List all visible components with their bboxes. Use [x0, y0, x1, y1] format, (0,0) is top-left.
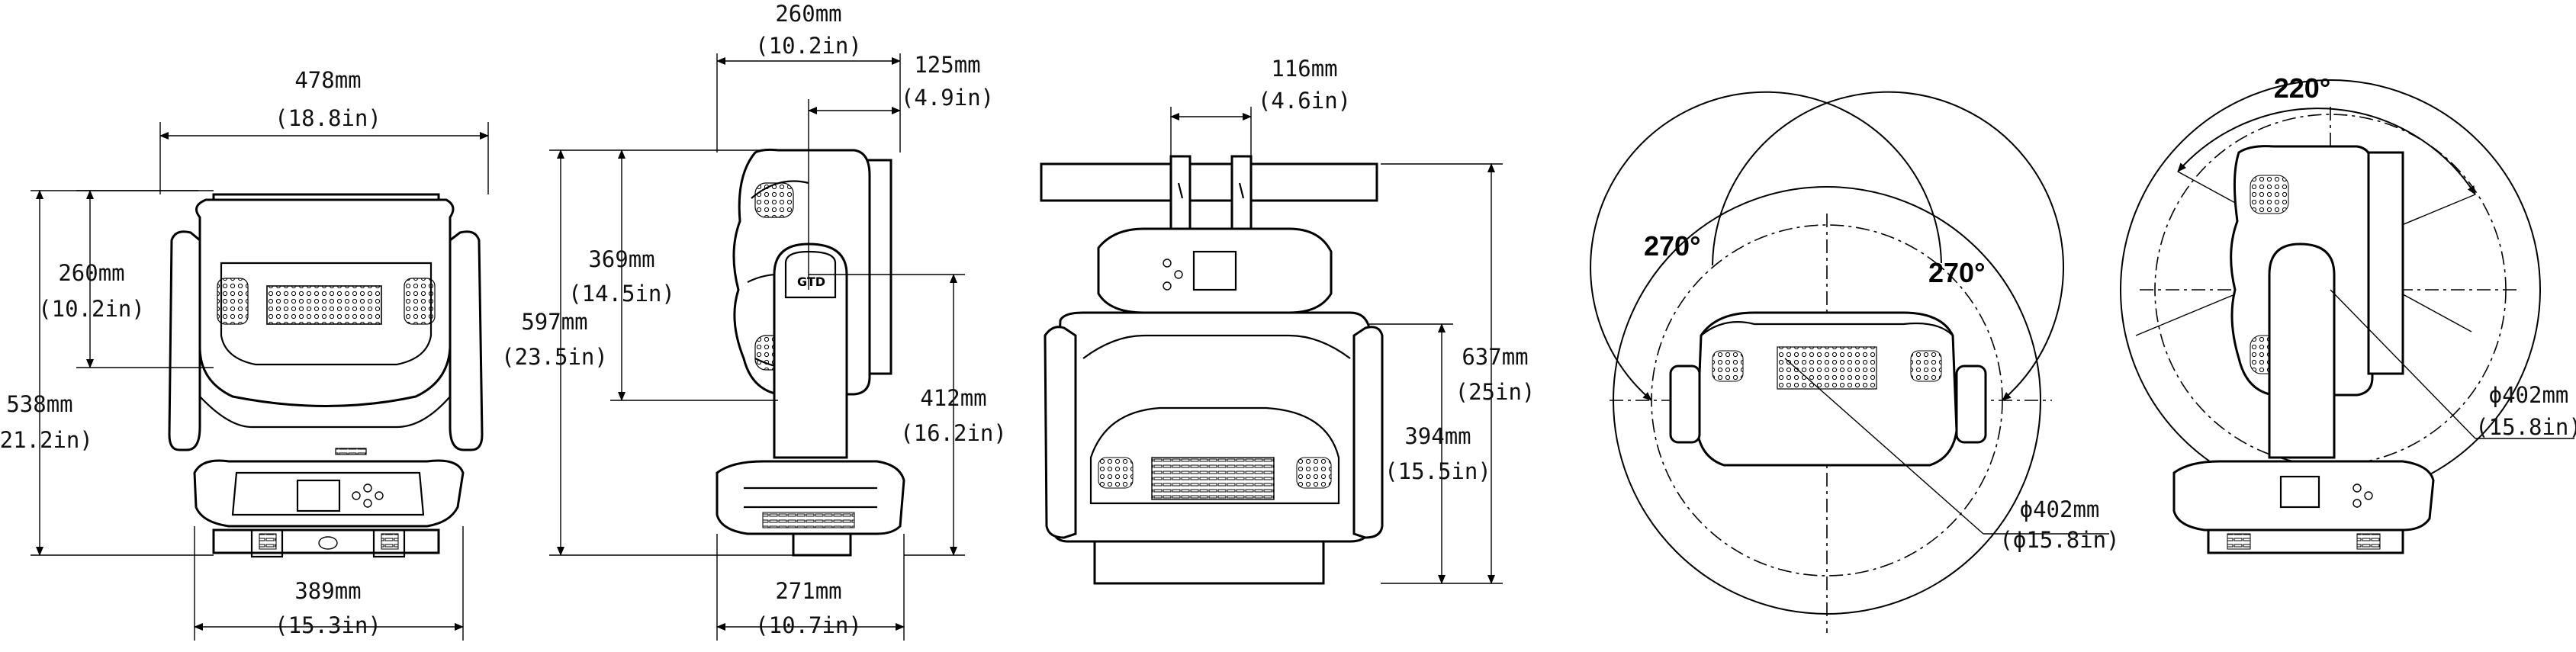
front-total-height-in: (21.2in) [0, 427, 93, 453]
bracket-total-height-mm: 637mm [1462, 344, 1528, 370]
bracket-spacing-in: (4.6in) [1258, 88, 1351, 114]
bracket-head-height-mm: 394mm [1404, 423, 1471, 449]
side-offset-mm: 125mm [914, 52, 980, 78]
tilt-diameter-in: (15.8in) [2475, 414, 2576, 440]
front-base-width-mm: 389mm [294, 578, 361, 604]
side-offset-in: (4.9in) [901, 85, 994, 111]
front-fixture [168, 193, 484, 558]
bracket-spacing-mm: 116mm [1271, 56, 1337, 82]
bracket-head-height-in: (15.5in) [1384, 458, 1491, 484]
tilt-fixture [2172, 145, 2435, 554]
front-base-width-in: (15.3in) [275, 612, 381, 638]
side-fixture: GTD [716, 148, 905, 557]
front-head-height-in: (10.2in) [38, 296, 145, 322]
front-dimensions [31, 122, 489, 641]
bracket-fixture [1040, 155, 1384, 585]
side-dimensions [549, 53, 965, 641]
side-pivot-height-mm: 412mm [920, 385, 986, 411]
side-base-depth-mm: 271mm [775, 578, 841, 604]
pan-angle-right: 270° [1928, 257, 1985, 288]
tilt-diameter-mm: ϕ402mm [2489, 382, 2569, 408]
side-view: GTD 260mm (10.2in) 125mm (4.9 [501, 1, 1007, 641]
side-total-height-in: (23.5in) [501, 344, 608, 370]
pan-fixture [1669, 311, 1987, 467]
side-head-height-in: (14.5in) [568, 281, 675, 307]
pan-angle-left: 270° [1644, 230, 1700, 262]
side-base-depth-in: (10.7in) [755, 612, 862, 638]
side-head-height-mm: 369mm [588, 246, 654, 272]
bracket-view: 116mm (4.6in) 637mm (25in) 394mm (15.5in… [1040, 56, 1536, 585]
bracket-dimensions [1170, 107, 1503, 584]
front-total-height-mm: 538mm [6, 391, 72, 417]
front-width-mm: 478mm [294, 67, 361, 93]
bracket-total-height-in: (25in) [1455, 379, 1536, 405]
side-depth-mm: 260mm [775, 1, 841, 27]
front-head-height-mm: 260mm [58, 260, 124, 286]
pan-view: 270° 270° ϕ402mm (ϕ15.8in) [1590, 91, 2120, 633]
pan-diameter-in: (ϕ15.8in) [1999, 527, 2119, 553]
tilt-view: 220° ϕ402mm (15.8in) [2120, 72, 2576, 554]
front-view: 478mm (18.8in) 260mm (10.2in) 538mm (21.… [0, 67, 489, 641]
front-width-in: (18.8in) [275, 105, 381, 131]
side-pivot-height-in: (16.2in) [900, 420, 1007, 446]
tilt-angle: 220° [2274, 72, 2330, 104]
side-depth-in: (10.2in) [755, 33, 862, 59]
pan-diameter-mm: ϕ402mm [2020, 496, 2100, 522]
side-logo-mark: GTD [797, 275, 825, 289]
side-total-height-mm: 597mm [521, 309, 587, 335]
